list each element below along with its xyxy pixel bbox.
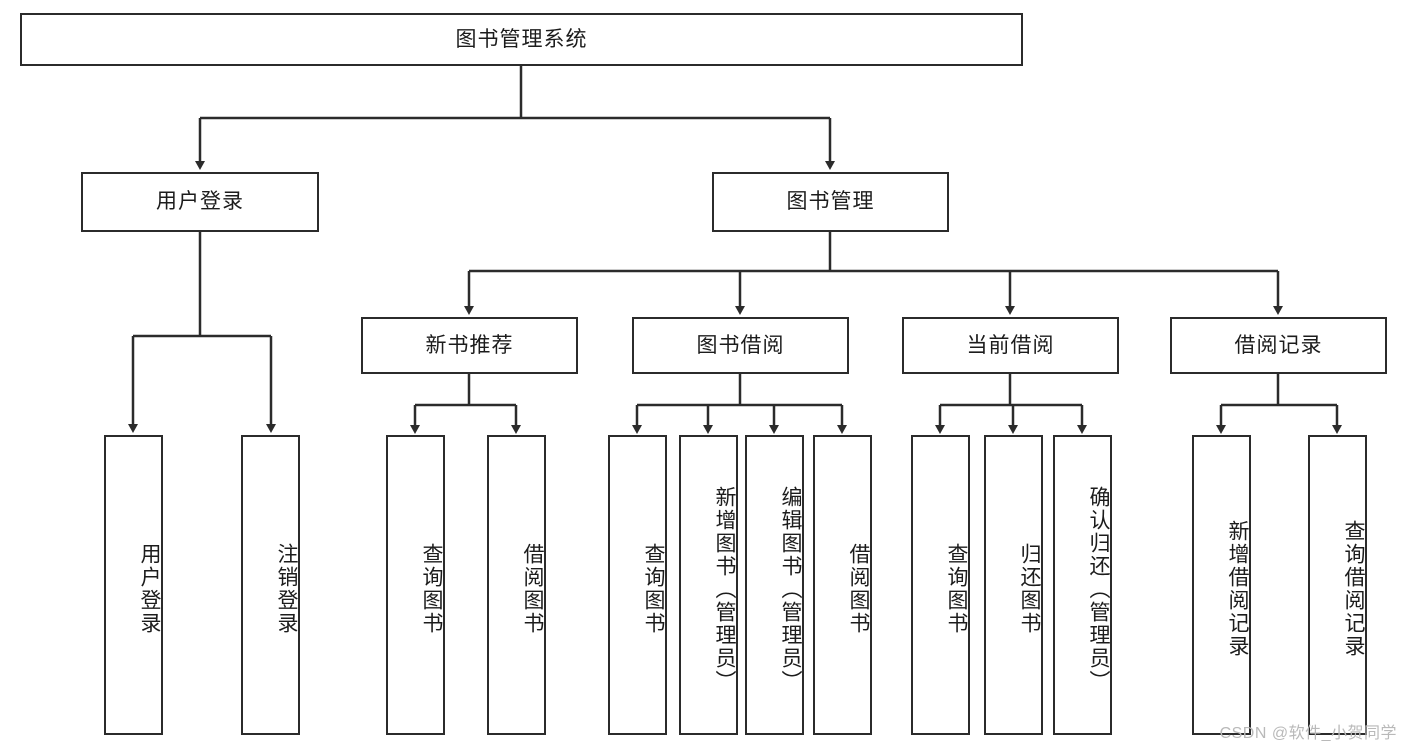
node-book-management[interactable]: 图书管理 (712, 172, 949, 232)
node-user-login[interactable]: 用户登录 (81, 172, 319, 232)
node-new-book-recommend[interactable]: 新书推荐 (361, 317, 578, 374)
node-current-borrow[interactable]: 当前借阅 (902, 317, 1119, 374)
node-leaf-return-book[interactable]: 归还图书 (984, 435, 1043, 735)
node-leaf-edit-book-admin-label: 编辑图书（管理员） (779, 485, 802, 693)
node-book-borrow-label: 图书借阅 (696, 333, 785, 357)
node-leaf-user-login-label: 用户登录 (138, 543, 161, 635)
node-borrow-record-label: 借阅记录 (1234, 333, 1323, 357)
node-leaf-confirm-return-admin[interactable]: 确认归还（管理员） (1053, 435, 1112, 735)
node-leaf-query-borrow-record-label: 查询借阅记录 (1342, 520, 1365, 658)
node-leaf-borrow-book[interactable]: 借阅图书 (813, 435, 872, 735)
node-new-book-recommend-label: 新书推荐 (425, 333, 514, 357)
node-leaf-query-book-recommend[interactable]: 查询图书 (386, 435, 445, 735)
node-leaf-logout-login[interactable]: 注销登录 (241, 435, 300, 735)
node-leaf-borrow-book-recommend[interactable]: 借阅图书 (487, 435, 546, 735)
node-leaf-add-borrow-record-label: 新增借阅记录 (1226, 520, 1249, 658)
node-leaf-query-book-borrow-label: 查询图书 (642, 543, 665, 635)
node-leaf-return-book-label: 归还图书 (1018, 543, 1041, 635)
node-user-login-label: 用户登录 (156, 190, 244, 214)
node-book-borrow[interactable]: 图书借阅 (632, 317, 849, 374)
node-leaf-query-book-current-label: 查询图书 (945, 543, 968, 635)
node-leaf-borrow-book-recommend-label: 借阅图书 (521, 543, 544, 635)
node-leaf-add-book-admin-label: 新增图书（管理员） (713, 485, 736, 693)
node-book-management-label: 图书管理 (786, 190, 875, 214)
node-leaf-edit-book-admin[interactable]: 编辑图书（管理员） (745, 435, 804, 735)
node-leaf-add-book-admin[interactable]: 新增图书（管理员） (679, 435, 738, 735)
node-current-borrow-label: 当前借阅 (966, 333, 1055, 357)
node-borrow-record[interactable]: 借阅记录 (1170, 317, 1387, 374)
node-leaf-add-borrow-record[interactable]: 新增借阅记录 (1192, 435, 1251, 735)
node-leaf-query-book-current[interactable]: 查询图书 (911, 435, 970, 735)
node-leaf-logout-login-label: 注销登录 (275, 543, 298, 635)
node-root-label: 图书管理系统 (455, 27, 588, 51)
node-leaf-confirm-return-admin-label: 确认归还（管理员） (1087, 485, 1110, 693)
node-root[interactable]: 图书管理系统 (20, 13, 1023, 66)
node-leaf-query-book-recommend-label: 查询图书 (420, 543, 443, 635)
node-leaf-query-book-borrow[interactable]: 查询图书 (608, 435, 667, 735)
node-leaf-borrow-book-label: 借阅图书 (847, 543, 870, 635)
node-leaf-user-login[interactable]: 用户登录 (104, 435, 163, 735)
node-leaf-query-borrow-record[interactable]: 查询借阅记录 (1308, 435, 1367, 735)
